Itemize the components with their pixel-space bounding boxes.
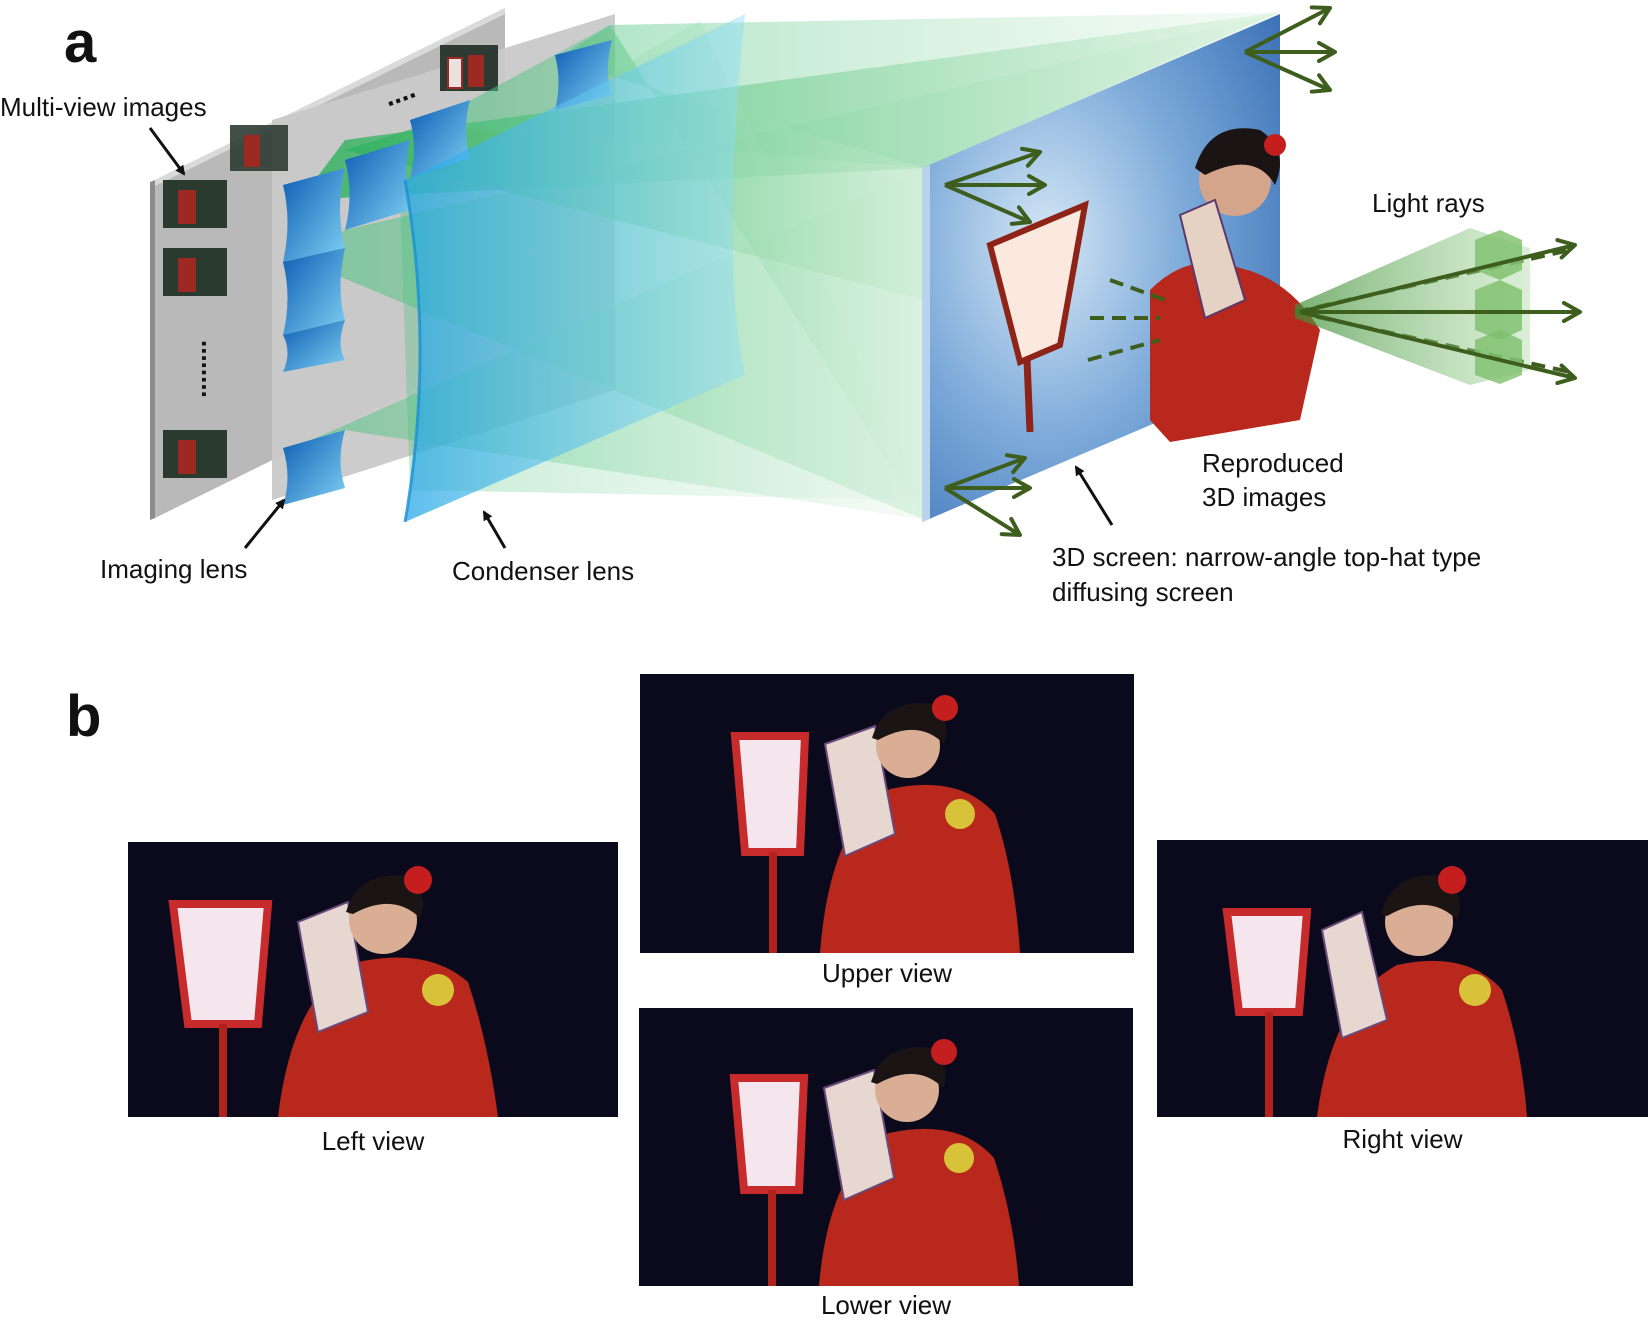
condenser-lens [403, 14, 745, 523]
upper-view-photo [640, 674, 1134, 953]
diffusion-arrows [943, 5, 1337, 537]
light-rays-label: Light rays [1372, 188, 1485, 218]
panel-b-letter: b [66, 684, 102, 749]
condenser-lens-label: Condenser lens [452, 556, 635, 586]
upper-view-caption: Upper view [821, 958, 953, 988]
left-view-caption: Left view [321, 1126, 425, 1156]
lantern-figure [986, 200, 1089, 433]
lower-view-caption: Lower view [820, 1290, 952, 1320]
light-ray-fan [1295, 228, 1582, 386]
reproduced-3d-figure [1150, 128, 1320, 442]
left-view-photo [128, 842, 618, 1117]
optical-diagram: .... ........ [148, 5, 1582, 549]
imaging-lens-label: Imaging lens [100, 554, 248, 584]
multi-view-thumbnails [163, 45, 498, 478]
screen-label-line1: 3D screen: narrow-angle top-hat type [1052, 542, 1482, 572]
reproduced-label-line1: Reproduced [1202, 448, 1344, 478]
lower-view-photo [639, 1008, 1133, 1286]
panel-a-letter: a [64, 10, 97, 75]
reproduced-label-line2: 3D images [1202, 482, 1327, 512]
right-view-caption: Right view [1342, 1124, 1463, 1154]
right-view-photo [1157, 840, 1648, 1117]
pointer-arrows [148, 127, 1114, 549]
multi-view-images-label: Multi-view images [0, 92, 207, 122]
imaging-lens-array [283, 40, 612, 505]
vertical-ellipsis: ........ [196, 340, 226, 398]
screen-label-line2: diffusing screen [1052, 577, 1234, 607]
